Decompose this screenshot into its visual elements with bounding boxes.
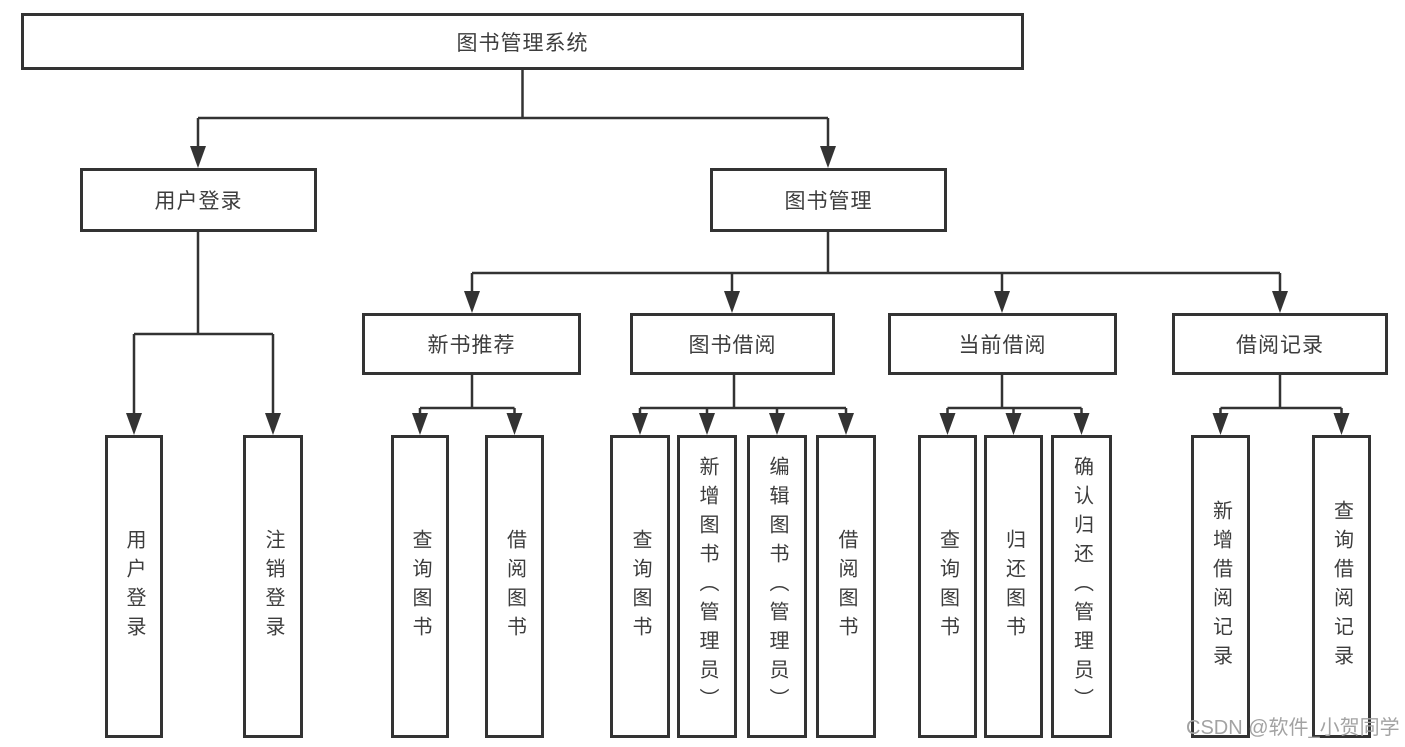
node-leaf-add-books-admin-label: 新增图书（管理员） [696,456,718,717]
node-leaf-add-borrow-record: 新增借阅记录 [1191,435,1250,738]
node-leaf-logout-label: 注销登录 [262,528,284,645]
edge-segments [132,70,1343,417]
node-leaf-borrow-books-newbook: 借阅图书 [485,435,544,738]
node-current-borrowing-label: 当前借阅 [958,334,1047,357]
arrow-down-icon [1073,413,1090,435]
node-leaf-edit-books-admin: 编辑图书（管理员） [747,435,807,738]
node-borrowing-records: 借阅记录 [1172,313,1388,375]
node-leaf-query-borrow-record: 查询借阅记录 [1312,435,1371,738]
arrow-down-icon [939,413,956,435]
node-leaf-query-borrow-record-label: 查询借阅记录 [1330,499,1353,674]
arrow-down-icon [265,413,281,435]
node-leaf-return-books-label: 归还图书 [1002,528,1025,645]
arrow-down-icon [1333,413,1350,435]
node-leaf-borrow-books-newbook-label: 借阅图书 [503,528,526,645]
node-root: 图书管理系统 [21,13,1024,70]
node-current-borrowing: 当前借阅 [888,313,1117,375]
node-new-book-recommend: 新书推荐 [362,313,581,375]
node-user-login-label: 用户登录 [154,190,243,213]
node-book-borrowing: 图书借阅 [630,313,835,375]
node-new-book-recommend-label: 新书推荐 [427,334,516,357]
node-user-login: 用户登录 [80,168,317,232]
node-leaf-confirm-return-admin-label: 确认归还（管理员） [1070,456,1093,717]
arrow-down-icon [724,291,740,313]
arrow-down-icon [506,413,523,435]
arrow-down-icon [412,413,428,435]
node-leaf-borrow-books-borrowing: 借阅图书 [816,435,876,738]
arrowheads [126,146,1350,435]
arrow-down-icon [464,291,480,313]
node-leaf-add-books-admin: 新增图书（管理员） [677,435,737,738]
arrow-down-icon [1272,291,1288,313]
arrow-down-icon [820,146,836,168]
arrow-down-icon [838,413,854,435]
arrow-down-icon [632,413,648,435]
arrow-down-icon [126,413,142,435]
arrow-down-icon [190,146,206,168]
node-leaf-query-books-borrowing: 查询图书 [610,435,670,738]
node-book-management: 图书管理 [710,168,947,232]
node-leaf-edit-books-admin-label: 编辑图书（管理员） [766,456,788,717]
arrow-down-icon [1005,413,1022,435]
arrow-down-icon [699,413,715,435]
node-leaf-user-login-label: 用户登录 [123,528,145,645]
node-leaf-confirm-return-admin: 确认归还（管理员） [1051,435,1112,738]
node-leaf-query-books-newbook-label: 查询图书 [409,528,431,645]
arrow-down-icon [1212,413,1229,435]
arrow-down-icon [994,291,1010,313]
node-leaf-query-books-current: 查询图书 [918,435,977,738]
node-root-label: 图书管理系统 [456,31,589,55]
node-leaf-query-books-borrowing-label: 查询图书 [629,528,651,645]
node-book-borrowing-label: 图书借阅 [688,334,777,357]
node-leaf-query-books-newbook: 查询图书 [391,435,449,738]
node-leaf-add-borrow-record-label: 新增借阅记录 [1209,499,1232,674]
node-borrowing-records-label: 借阅记录 [1236,334,1324,357]
node-leaf-query-books-current-label: 查询图书 [936,528,959,645]
node-leaf-logout: 注销登录 [243,435,303,738]
node-leaf-user-login: 用户登录 [105,435,163,738]
watermark: CSDN @软件_小贺同学 [1186,717,1400,739]
node-leaf-return-books: 归还图书 [984,435,1043,738]
arrow-down-icon [769,413,785,435]
node-leaf-borrow-books-borrowing-label: 借阅图书 [835,528,857,645]
node-book-management-label: 图书管理 [784,190,873,213]
